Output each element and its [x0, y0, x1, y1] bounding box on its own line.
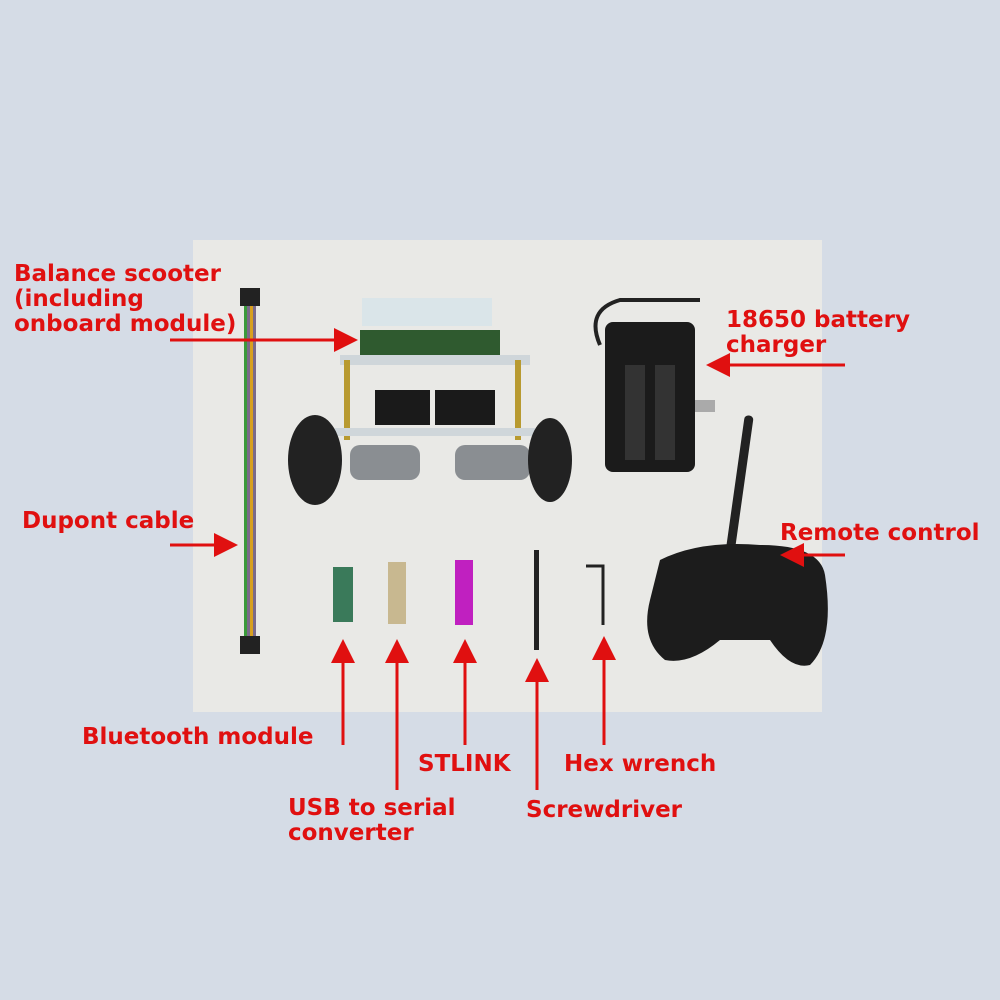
label-battery-charger: 18650 battery charger — [726, 308, 910, 358]
label-line: (including — [14, 286, 144, 312]
label-usb-serial: USB to serial converter — [288, 796, 456, 846]
label-line: Balance scooter — [14, 261, 221, 287]
balance-scooter-image — [288, 298, 572, 505]
label-stlink: STLINK — [418, 751, 511, 777]
label-screwdriver: Screwdriver — [526, 797, 683, 823]
hex-wrench-image — [586, 564, 605, 625]
label-dupont-cable: Dupont cable — [22, 508, 195, 534]
dupont-cable-image — [240, 288, 260, 654]
label-line: onboard module) — [14, 311, 237, 337]
stlink-image — [455, 560, 473, 625]
label-line: charger — [726, 332, 827, 358]
bluetooth-module-image — [333, 567, 353, 622]
label-line: converter — [288, 820, 414, 846]
label-line: 18650 battery — [726, 307, 910, 333]
remote-control-image — [647, 415, 828, 666]
usb-serial-image — [388, 562, 406, 624]
label-hex-wrench: Hex wrench — [564, 751, 717, 777]
screwdriver-image — [534, 550, 539, 650]
battery-charger-image — [593, 298, 715, 472]
label-balance-scooter: Balance scooter (including onboard modul… — [14, 262, 236, 337]
label-bluetooth-module: Bluetooth module — [82, 724, 314, 750]
label-line: USB to serial — [288, 795, 456, 821]
label-remote-control: Remote control — [780, 520, 980, 546]
